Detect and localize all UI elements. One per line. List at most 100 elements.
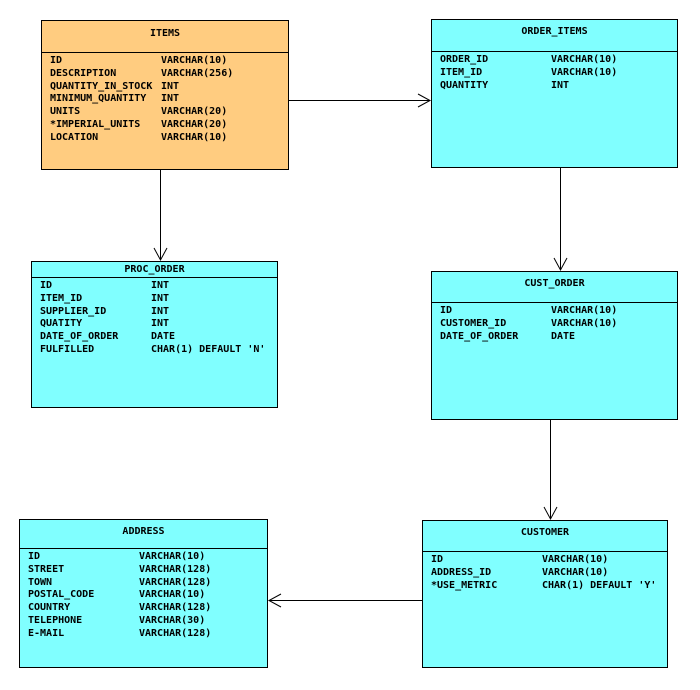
field-name: QUATITY <box>40 318 83 330</box>
field-type: DATE <box>551 330 576 342</box>
field-name: POSTAL_CODE <box>28 589 95 601</box>
table-row: SUPPLIER_ID INT <box>40 306 277 319</box>
table-body: ID VARCHAR(10) CUSTOMER_ID VARCHAR(10) DAT… <box>432 303 677 343</box>
field-type: VARCHAR(10) <box>139 589 206 601</box>
table-row: QUANTITY INT <box>440 80 677 93</box>
field-type: CHAR(1) DEFAULT 'N' <box>151 343 266 355</box>
table-body: ORDER_ID VARCHAR(10) ITEM_ID VARCHAR(10) Q… <box>432 52 677 92</box>
relation-arrow-items-order-items <box>289 93 432 108</box>
field-name: ID <box>50 55 63 66</box>
relation-arrow-customer-address <box>267 593 422 608</box>
field-type: INT <box>161 80 180 92</box>
field-type: VARCHAR(30) <box>139 614 206 626</box>
field-type: INT <box>151 292 170 304</box>
table-title: CUSTOMER <box>423 521 667 552</box>
table-title: ITEMS <box>42 21 288 53</box>
field-name: *IMPERIAL_UNITS <box>50 118 141 130</box>
table-title: ORDER_ITEMS <box>432 20 677 52</box>
field-name: STREET <box>28 563 65 575</box>
field-type: VARCHAR(10) <box>161 55 228 66</box>
field-name: CUSTOMER_ID <box>440 317 507 329</box>
field-type: VARCHAR(128) <box>139 576 212 588</box>
field-type: VARCHAR(10) <box>551 54 618 65</box>
table-title: PROC_ORDER <box>32 262 277 278</box>
field-name: ITEM_ID <box>440 66 483 78</box>
field-name: ITEM_ID <box>40 292 83 304</box>
field-type: VARCHAR(10) <box>542 566 609 578</box>
field-type: VARCHAR(128) <box>139 563 212 575</box>
field-type: VARCHAR(20) <box>161 106 228 118</box>
table-order-items: ORDER_ITEMS ORDER_ID VARCHAR(10) ITEM_ID V… <box>431 19 678 168</box>
table-title: ADDRESS <box>20 520 267 549</box>
table-address: ADDRESS ID VARCHAR(10) STREET VARCHAR(128)… <box>19 519 268 668</box>
field-type: VARCHAR(256) <box>161 67 234 79</box>
field-type: INT <box>151 318 170 330</box>
field-name: ADDRESS_ID <box>431 566 492 578</box>
field-type: INT <box>161 93 180 105</box>
table-row: TELEPHONE VARCHAR(30) <box>28 615 267 628</box>
table-row: *USE_METRIC CHAR(1) DEFAULT 'Y' <box>431 580 667 593</box>
field-name: DATE_OF_ORDER <box>440 330 519 342</box>
field-name: TELEPHONE <box>28 614 83 626</box>
field-type: DATE <box>151 331 176 343</box>
table-row: ID VARCHAR(10) <box>28 551 267 564</box>
table-row: STREET VARCHAR(128) <box>28 564 267 577</box>
table-customer: CUSTOMER ID VARCHAR(10) ADDRESS_ID VARCHAR… <box>422 520 668 668</box>
table-row: ITEM_ID VARCHAR(10) <box>440 67 677 80</box>
table-row: ADDRESS_ID VARCHAR(10) <box>431 567 667 580</box>
table-row: QUANTITY_IN_STOCK INT <box>50 81 288 94</box>
field-type: VARCHAR(10) <box>551 66 618 78</box>
relation-arrow-order-items-cust-order <box>553 168 568 272</box>
field-name: SUPPLIER_ID <box>40 305 107 317</box>
table-row: QUATITY INT <box>40 318 277 331</box>
field-type: VARCHAR(20) <box>161 118 228 130</box>
table-row: DATE_OF_ORDER DATE <box>440 331 677 344</box>
field-name: UNITS <box>50 106 81 118</box>
field-name: ID <box>28 551 41 562</box>
table-row: ID VARCHAR(10) <box>431 554 667 567</box>
field-type: INT <box>151 305 170 317</box>
field-type: CHAR(1) DEFAULT 'Y' <box>542 579 657 591</box>
table-row: MINIMUM_QUANTITY INT <box>50 93 288 106</box>
table-row: ITEM_ID INT <box>40 293 277 306</box>
field-name: LOCATION <box>50 131 99 143</box>
table-row: UNITS VARCHAR(20) <box>50 106 288 119</box>
relation-arrow-items-proc-order <box>153 170 168 262</box>
field-name: E-MAIL <box>28 627 65 639</box>
table-row: FULFILLED CHAR(1) DEFAULT 'N' <box>40 344 277 357</box>
field-name: COUNTRY <box>28 602 71 614</box>
table-row: ID VARCHAR(10) <box>50 55 288 68</box>
field-type: INT <box>551 79 570 91</box>
field-name: QUANTITY <box>440 79 489 91</box>
field-type: VARCHAR(10) <box>139 551 206 562</box>
field-type: VARCHAR(10) <box>551 317 618 329</box>
field-type: VARCHAR(10) <box>161 131 228 143</box>
field-name: ID <box>440 305 453 316</box>
field-name: *USE_METRIC <box>431 579 498 591</box>
field-name: MINIMUM_QUANTITY <box>50 93 147 105</box>
table-row: LOCATION VARCHAR(10) <box>50 132 288 145</box>
field-name: QUANTITY_IN_STOCK <box>50 80 153 92</box>
table-body: ID VARCHAR(10) ADDRESS_ID VARCHAR(10) *USE… <box>423 552 667 592</box>
field-type: VARCHAR(10) <box>551 305 618 316</box>
table-row: CUSTOMER_ID VARCHAR(10) <box>440 318 677 331</box>
field-type: VARCHAR(10) <box>542 554 609 565</box>
table-row: POSTAL_CODE VARCHAR(10) <box>28 589 267 602</box>
field-type: VARCHAR(128) <box>139 627 212 639</box>
relation-arrow-cust-order-customer <box>543 420 558 521</box>
table-row: ID VARCHAR(10) <box>440 305 677 318</box>
field-name: ID <box>431 554 444 565</box>
field-name: FULFILLED <box>40 343 95 355</box>
field-name: ORDER_ID <box>440 54 489 65</box>
